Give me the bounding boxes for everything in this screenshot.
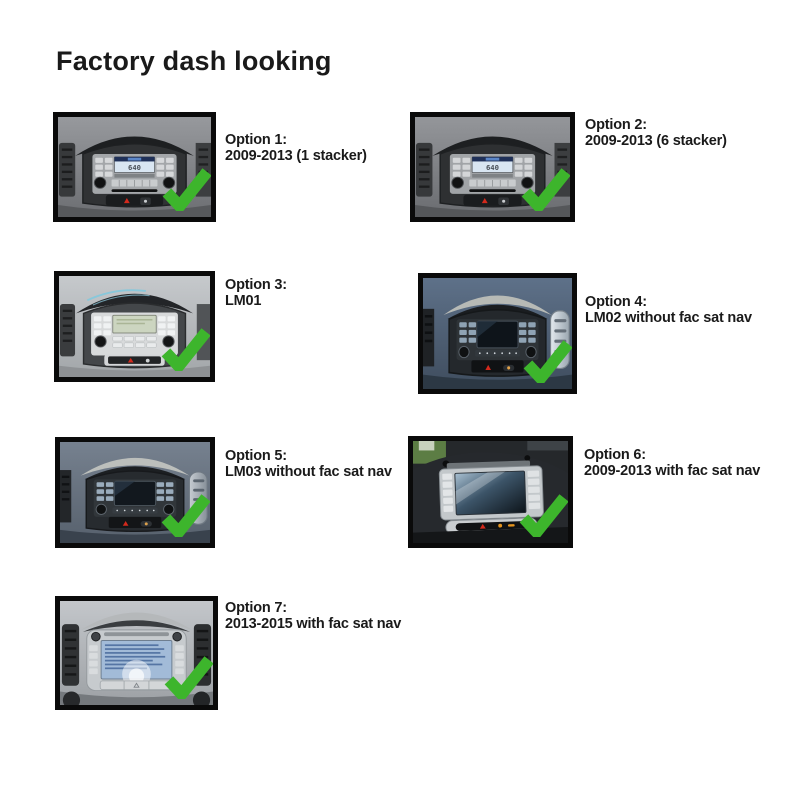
option-1-title: Option 1: — [225, 132, 287, 148]
option-label: Option 1: 2009-2013 (1 stacker) — [225, 132, 367, 164]
checkmark-icon — [519, 494, 568, 537]
page-title: Factory dash looking — [56, 46, 332, 76]
dash-photo-option-2: 640 — [410, 112, 575, 222]
option-4-title: Option 4: — [585, 294, 647, 310]
option-6-subtitle: 2009-2013 with fac sat nav — [584, 463, 761, 479]
option-label: Option 3: LM01 — [225, 277, 287, 309]
hazard-icon — [123, 198, 130, 204]
option-2-title: Option 2: — [585, 117, 647, 133]
checkmark-icon — [161, 494, 210, 537]
option-4-subtitle: LM02 without fac sat nav — [585, 310, 752, 326]
hazard-icon — [122, 521, 129, 526]
option-3-title: Option 3: — [225, 277, 287, 293]
checkmark-icon — [162, 168, 211, 211]
option-6-title: Option 6: — [584, 447, 646, 463]
option-5-subtitle: LM03 without fac sat nav — [225, 464, 392, 480]
checkmark-icon — [521, 168, 570, 211]
option-label: Option 6: 2009-2013 with fac sat nav — [584, 447, 760, 479]
option-label: Option 2: 2009-2013 (6 stacker) — [585, 117, 727, 149]
option-5-title: Option 5: — [225, 448, 287, 464]
dash-photo-option-6 — [408, 436, 573, 548]
option-1-subtitle: 2009-2013 (1 stacker) — [225, 148, 367, 164]
option-2-subtitle: 2009-2013 (6 stacker) — [585, 133, 727, 149]
hazard-icon — [127, 357, 134, 363]
option-label: Option 7: 2013-2015 with fac sat nav — [225, 600, 401, 632]
option-7-subtitle: 2013-2015 with fac sat nav — [225, 616, 402, 632]
dash-photo-option-1: 640 — [53, 112, 216, 222]
checkmark-icon — [164, 656, 213, 699]
radio-display-text: 640 — [128, 163, 141, 172]
dash-photo-option-5 — [55, 437, 215, 548]
checkmark-icon — [161, 328, 210, 371]
hazard-icon — [485, 364, 491, 370]
radio-display-text: 640 — [486, 163, 499, 172]
dash-photo-option-4 — [418, 273, 577, 394]
option-7-title: Option 7: — [225, 600, 287, 616]
dash-illustration — [60, 442, 210, 543]
dash-photo-option-7 — [55, 596, 218, 710]
option-label: Option 5: LM03 without fac sat nav — [225, 448, 392, 480]
option-label: Option 4: LM02 without fac sat nav — [585, 294, 752, 326]
dash-illustration — [60, 601, 213, 705]
dash-photo-option-3 — [54, 271, 215, 382]
dash-illustration — [423, 278, 572, 389]
hazard-icon — [133, 682, 140, 688]
option-3-subtitle: LM01 — [225, 293, 262, 309]
hazard-icon — [481, 198, 488, 204]
dash-illustration: 640 — [415, 117, 570, 217]
checkmark-icon — [523, 340, 572, 383]
hazard-icon — [479, 523, 486, 529]
